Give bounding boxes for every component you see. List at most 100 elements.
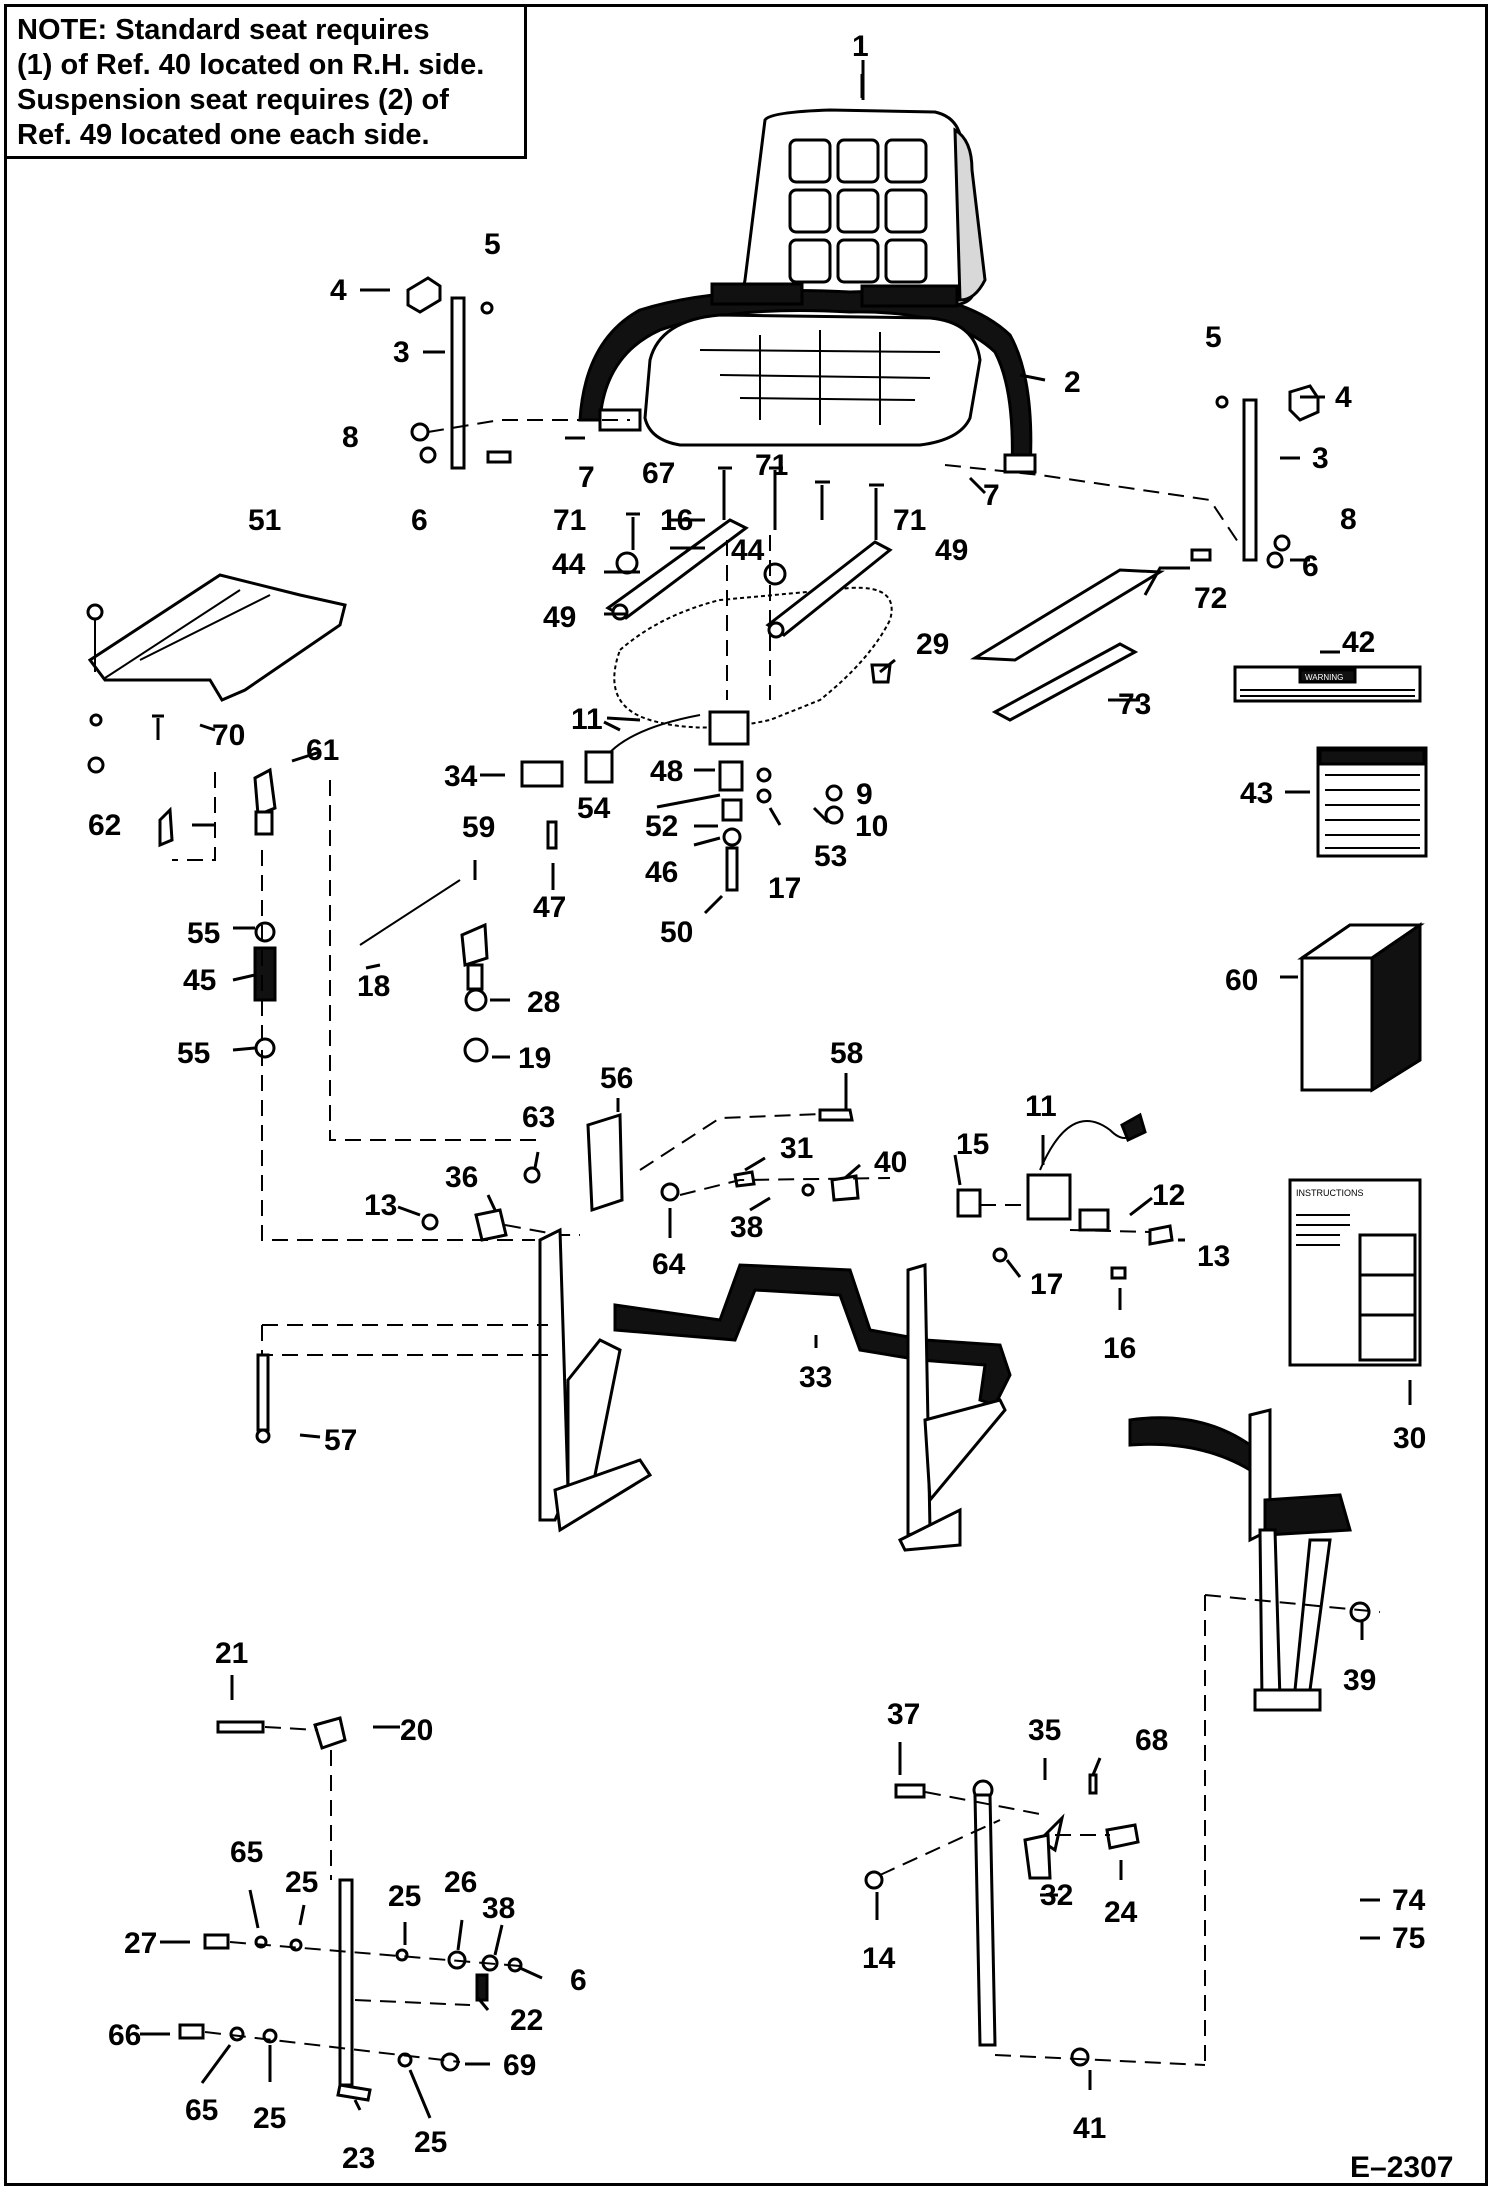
callout-13: 13	[1197, 1240, 1230, 1273]
warning-decal-title: WARNING	[1305, 673, 1343, 682]
callout-60: 60	[1225, 964, 1258, 997]
lower-left-linkage	[178, 1716, 523, 2102]
note-line: Suspension seat requires (2) of	[17, 84, 449, 116]
callout-30: 30	[1393, 1422, 1426, 1455]
callout-27: 27	[124, 1927, 157, 1960]
callout-5: 5	[484, 228, 501, 261]
callout-34: 34	[444, 760, 478, 793]
callout-55: 55	[187, 917, 220, 950]
right-side-handle	[1128, 1408, 1381, 2065]
callout-31: 31	[780, 1132, 813, 1165]
note-line: (1) of Ref. 40 located on R.H. side.	[17, 49, 485, 81]
callout-44: 44	[731, 534, 765, 567]
callout-4: 4	[330, 274, 347, 307]
callout-7: 7	[578, 461, 595, 494]
callout-51: 51	[248, 504, 281, 537]
note-line: NOTE: Standard seat requires	[17, 14, 430, 46]
right-seat-bracket	[944, 384, 1320, 569]
callout-25: 25	[253, 2102, 286, 2135]
operators-handbook: INSTRUCTIONS	[1288, 1178, 1422, 1367]
seat-base-plate	[86, 573, 347, 774]
note-box: NOTE: Standard seat requires (1) of Ref.…	[7, 7, 527, 159]
callout-6: 6	[570, 1964, 587, 1997]
callout-45: 45	[183, 964, 216, 997]
seat-switch-stack	[520, 710, 844, 892]
callout-22: 22	[510, 2004, 543, 2037]
callout-66: 66	[108, 2019, 141, 2052]
callout-72: 72	[1194, 582, 1227, 615]
callout-7: 7	[983, 479, 1000, 512]
callout-15: 15	[956, 1128, 989, 1161]
lower-right-linkage	[864, 1773, 1206, 2067]
callout-8: 8	[342, 421, 359, 454]
callout-labels: 1 2 3 3 4 4 5 5 6 6 6 7 7 8 8 9 10 11 11…	[88, 30, 1453, 2184]
warning-decal: WARNING	[1233, 665, 1422, 703]
callout-21: 21	[215, 1637, 248, 1670]
callout-71: 71	[553, 504, 586, 537]
callout-25: 25	[414, 2126, 447, 2159]
callout-6: 6	[411, 504, 428, 537]
callout-38: 38	[730, 1211, 763, 1244]
note-line: Ref. 49 located one each side.	[17, 119, 430, 151]
instruction-decal	[1316, 746, 1428, 858]
callout-44: 44	[552, 548, 586, 581]
callout-11: 11	[1025, 1090, 1057, 1123]
callout-47: 47	[533, 891, 566, 924]
callout-36: 36	[445, 1161, 478, 1194]
manual-canister	[1297, 922, 1425, 1093]
callout-58: 58	[830, 1037, 863, 1070]
callout-48: 48	[650, 755, 683, 788]
callout-69: 69	[503, 2049, 536, 2082]
callout-17: 17	[1030, 1268, 1063, 1301]
seat-assembly	[578, 108, 1037, 474]
callout-46: 46	[645, 856, 678, 889]
callout-41: 41	[1073, 2112, 1106, 2145]
callout-14: 14	[862, 1942, 896, 1975]
callout-38: 38	[482, 1892, 515, 1925]
callout-53: 53	[814, 840, 847, 873]
callout-40: 40	[874, 1146, 907, 1179]
seat-bar	[255, 1227, 1012, 1552]
callout-74: 74	[1392, 1884, 1426, 1917]
callout-19: 19	[518, 1042, 551, 1075]
callout-59: 59	[462, 811, 495, 844]
callout-71: 71	[893, 504, 926, 537]
left-spring-link	[158, 767, 540, 1241]
callout-67: 67	[642, 457, 675, 490]
callout-3: 3	[1312, 442, 1329, 475]
right-switch-assembly	[956, 1112, 1174, 1280]
callout-13: 13	[364, 1189, 397, 1222]
callout-26: 26	[444, 1866, 477, 1899]
callout-25: 25	[388, 1880, 421, 1913]
callout-5: 5	[1205, 321, 1222, 354]
callout-70: 70	[212, 719, 245, 752]
handbook-title: INSTRUCTIONS	[1296, 1188, 1364, 1198]
callout-12: 12	[1152, 1179, 1185, 1212]
callout-64: 64	[652, 1248, 686, 1281]
callout-49: 49	[543, 601, 576, 634]
callout-50: 50	[660, 916, 693, 949]
callout-52: 52	[645, 810, 678, 843]
callout-61: 61	[306, 734, 339, 767]
callout-2: 2	[1064, 366, 1081, 399]
callout-leaders	[140, 60, 1412, 2119]
callout-3: 3	[393, 336, 410, 369]
callout-6: 6	[1302, 550, 1319, 583]
callout-39: 39	[1343, 1664, 1376, 1697]
callout-62: 62	[88, 809, 121, 842]
callout-29: 29	[916, 628, 949, 661]
callout-56: 56	[600, 1062, 633, 1095]
left-seat-bracket	[406, 276, 630, 470]
center-clevis-link	[359, 879, 489, 1063]
callout-42: 42	[1342, 626, 1375, 659]
callout-9: 9	[856, 778, 873, 811]
callout-35: 35	[1028, 1714, 1061, 1747]
callout-20: 20	[400, 1714, 433, 1747]
callout-73: 73	[1118, 688, 1151, 721]
callout-37: 37	[887, 1698, 920, 1731]
callout-32: 32	[1040, 1879, 1073, 1912]
callout-75: 75	[1392, 1922, 1425, 1955]
callout-4: 4	[1335, 381, 1352, 414]
callout-24: 24	[1104, 1896, 1138, 1929]
